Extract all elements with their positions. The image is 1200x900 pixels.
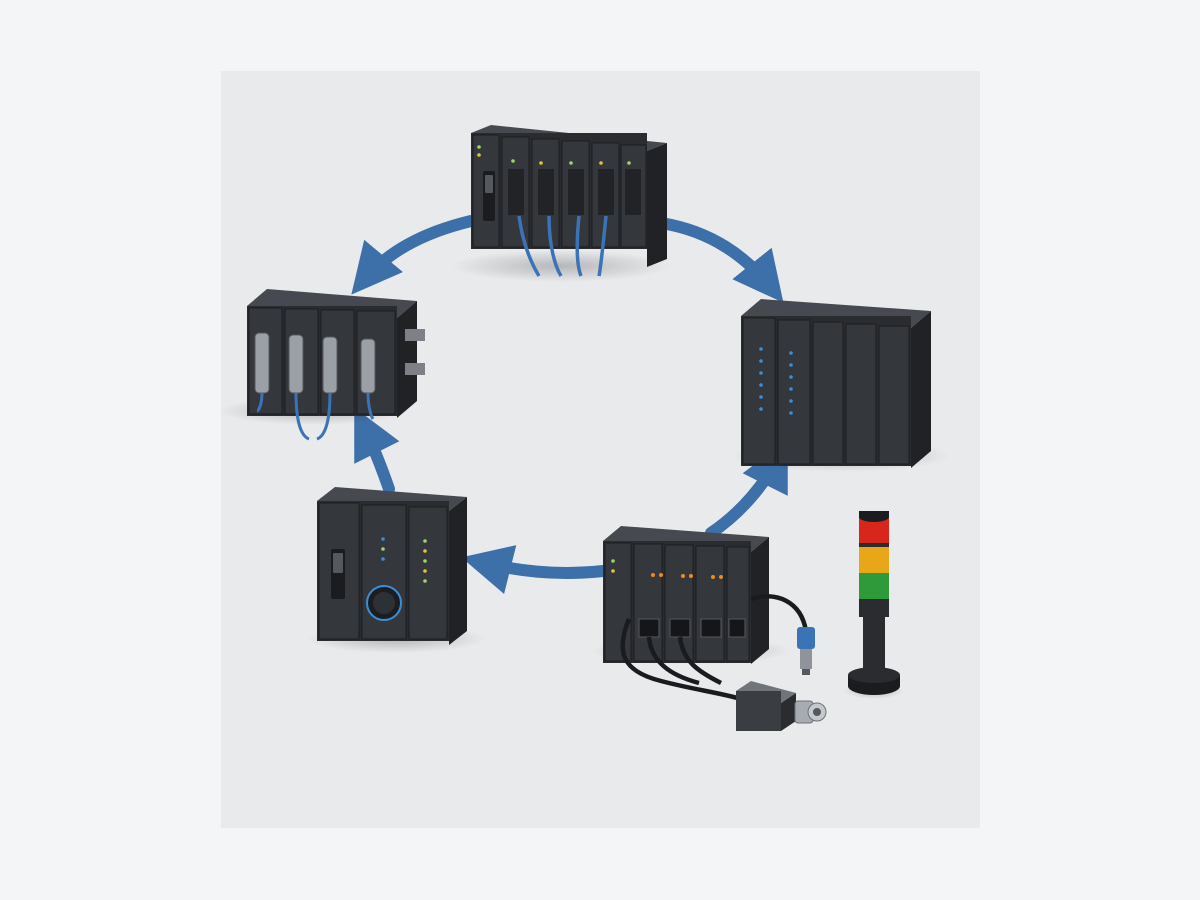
- arrow-top-to-right: [655, 217, 784, 303]
- signal-tower: [848, 511, 900, 695]
- bottom-left-leds: [381, 537, 427, 583]
- left-rack-connectors: [254, 332, 376, 394]
- bottom-right-leds: [611, 559, 723, 579]
- left-sensor-rack: [247, 289, 425, 441]
- bottom-left-controller: [317, 487, 467, 645]
- bottom-right-modules: [604, 542, 750, 662]
- arrow-bottomright-to-bottomleft: [461, 545, 609, 595]
- top-io-rack: [471, 125, 667, 277]
- arrow-top-to-left: [351, 215, 477, 295]
- arrow-bottomleft-to-left: [354, 407, 400, 495]
- left-rack-cables: [256, 392, 375, 441]
- right-controller-rack: [741, 299, 931, 468]
- camera-sensor: [736, 681, 827, 731]
- bottom-left-modules: [318, 502, 448, 640]
- right-rack-leds: [759, 347, 793, 415]
- signal-tower-green: [859, 573, 889, 599]
- top-rack-leds: [477, 145, 631, 165]
- bottom-right-cables: [620, 594, 809, 702]
- top-rack-cables: [517, 215, 608, 277]
- automation-ring-diagram: [221, 71, 980, 828]
- right-rack-modules: [742, 317, 910, 465]
- bottom-right-io-rack: [603, 526, 809, 702]
- top-rack-terminals: [508, 169, 641, 215]
- diagram-panel: [221, 71, 980, 828]
- inline-sensor: [797, 627, 815, 675]
- signal-tower-amber: [859, 547, 889, 573]
- flow-arrows: [351, 215, 788, 595]
